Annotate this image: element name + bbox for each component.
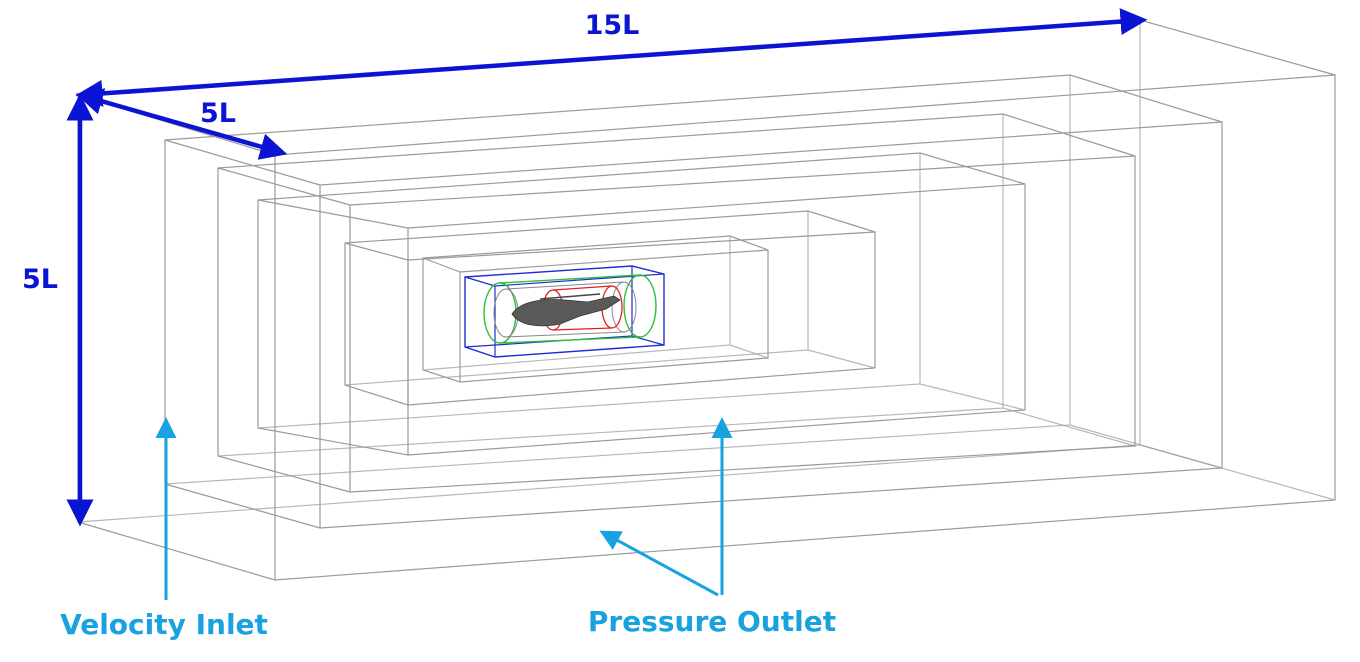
depth-arrow xyxy=(75,88,288,160)
outlet-arrow-1 xyxy=(599,530,719,597)
length-label: 15L xyxy=(585,10,640,41)
pressure-outlet-label: Pressure Outlet xyxy=(588,605,836,638)
length-arrow xyxy=(75,8,1148,107)
depth-label: 5L xyxy=(200,98,236,129)
inner-cylinder-grey xyxy=(493,281,637,338)
rotorcraft-model xyxy=(483,274,657,344)
outer-cylinder-green xyxy=(483,274,657,344)
fuselage-body xyxy=(511,293,621,327)
boundary-callouts: Velocity Inlet Pressure Outlet xyxy=(60,417,836,641)
outer-domain-box xyxy=(77,19,1336,581)
domain-box-3 xyxy=(217,113,1136,493)
domain-box-5 xyxy=(344,210,876,406)
domain-box-2 xyxy=(164,74,1223,529)
velocity-inlet-label: Velocity Inlet xyxy=(60,608,268,641)
dimension-arrows: 15L 5L 5L xyxy=(22,8,1148,527)
domain-box-4 xyxy=(257,152,1026,456)
height-label: 5L xyxy=(22,264,58,295)
domain-box-6 xyxy=(422,235,769,383)
nested-domain-boxes xyxy=(77,19,1336,581)
